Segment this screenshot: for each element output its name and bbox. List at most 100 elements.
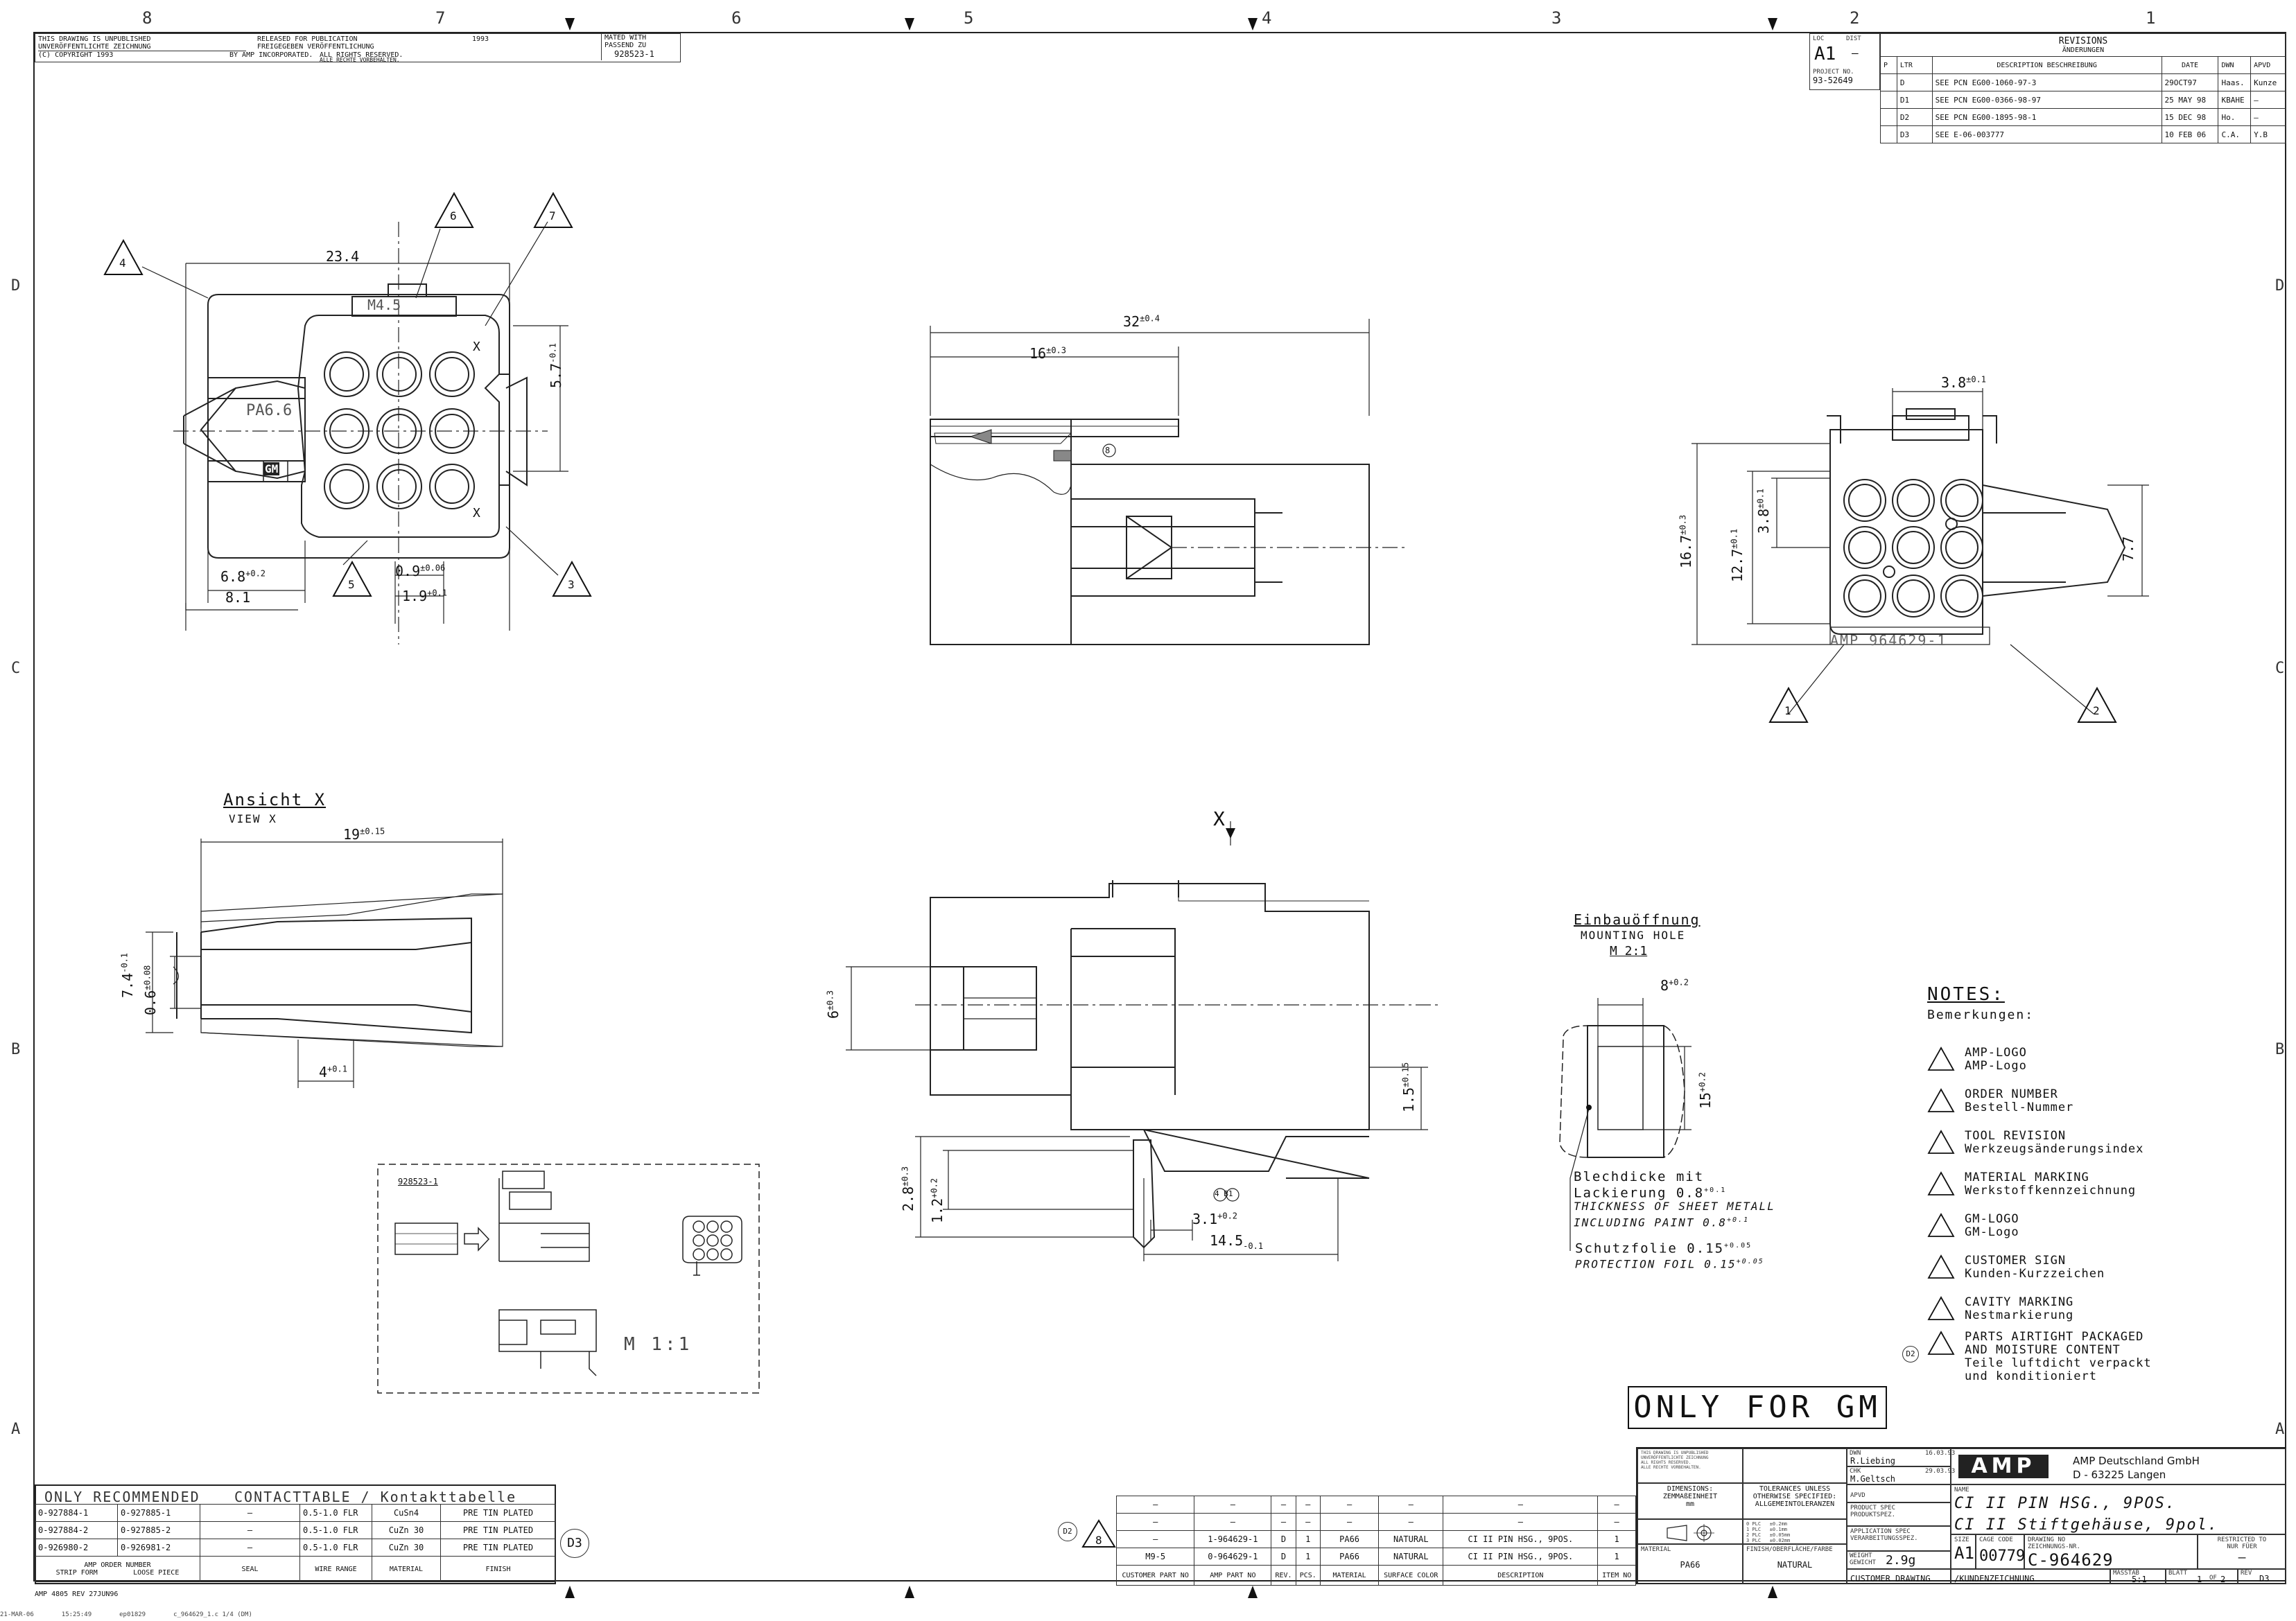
- dim-32: 32±0.4: [1123, 313, 1160, 330]
- zone-row-b-left: B: [11, 1041, 21, 1058]
- callout-triangle-3: [552, 560, 592, 597]
- note-3-triangle: [1927, 1130, 1955, 1154]
- company-cell: AMP AMP Deutschland GmbH D - 63225 Lange…: [1951, 1448, 2286, 1484]
- rev-col-ltr: LTR: [1896, 56, 1933, 74]
- customer-drawing-cell: CUSTOMER DRAWING: [1847, 1569, 1951, 1584]
- dim-15-hole: 15+0.2: [1697, 1072, 1714, 1109]
- mated-with-part: 928523-1: [614, 49, 654, 59]
- rev-col-date: DATE: [2161, 56, 2219, 74]
- dim-19: 19±0.15: [343, 826, 385, 843]
- dist-value: –: [1852, 46, 1859, 60]
- zone-row-a-right: A: [2275, 1421, 2285, 1438]
- callout-triangle-2: [2077, 686, 2117, 723]
- center-arrow-bot-2: [1768, 1586, 1777, 1598]
- approved-by-cell: APVD: [1847, 1484, 1951, 1502]
- projection-symbol-icon: [1667, 1524, 1714, 1542]
- note-2-triangle: [1927, 1088, 1955, 1112]
- note-6-triangle: [1927, 1254, 1955, 1279]
- project-value: 93-52649: [1813, 76, 1853, 85]
- parts-list-callout-triangle: [1081, 1519, 1116, 1548]
- callout-triangle-1: [1768, 686, 1809, 723]
- mated-with-label: MATED WITH: [605, 34, 647, 42]
- note-4-triangle: [1927, 1171, 1955, 1195]
- copyright-by: BY AMP INCORPORATED.: [229, 51, 313, 59]
- company-name: AMP Deutschland GmbH: [2073, 1455, 2200, 1467]
- zone-strip-top: 8 7 6 5 4 3 2 1: [0, 0, 2296, 32]
- only-for-gm-box: ONLY FOR GM: [1628, 1386, 1887, 1429]
- loc-label: LOC: [1813, 35, 1825, 42]
- dim-14-5: 14.5-0.1: [1210, 1232, 1264, 1251]
- part-name-de: CI II Stiftgehäuse, 9pol.: [1954, 1516, 2219, 1534]
- parts-list-header: CUSTOMER PART NO AMP PART NO REV. PCS. M…: [1115, 1565, 1636, 1586]
- contact-table-title: ONLY RECOMMENDED: [44, 1489, 200, 1505]
- unpublished-note-de: UNVERÖFFENTLICHTE ZEICHNUNG: [38, 43, 151, 51]
- dim-12-7: 12.7±0.1: [1729, 528, 1746, 582]
- copyright: (C) COPYRIGHT 1993: [38, 51, 114, 59]
- weight-cell: WEIGHT GEWICHT 2.9g: [1847, 1551, 1951, 1569]
- callout-2-number: 2: [2093, 704, 2100, 717]
- table-row: ––––––––: [1115, 1513, 1636, 1531]
- sheet-cell: BLATT 1 OF 2: [2166, 1569, 2238, 1584]
- parts-list-rev-badge: D2: [1058, 1522, 1077, 1541]
- dim-0-9: 0.9±0.06: [395, 563, 446, 579]
- tolerances-cell: TOLERANCES UNLESS OTHERWISE SPECIFIED: A…: [1743, 1483, 1847, 1519]
- center-arrow-bot-left: [565, 1586, 575, 1598]
- callout-4-number: 4: [119, 256, 126, 270]
- callout-triangle-7: [533, 191, 573, 228]
- gm-logo-mark: GM: [263, 462, 280, 475]
- callout-triangle-6: [434, 191, 474, 228]
- view-x-title: Ansicht X: [223, 790, 327, 809]
- dim-4: 4+0.1: [319, 1064, 347, 1080]
- callout-4-b1: 4 B1: [1215, 1189, 1233, 1198]
- dim-m4-5: M4.5: [367, 297, 401, 313]
- dist-label: DIST: [1846, 35, 1861, 42]
- drawing-number-cell: DRAWING NO ZEICHNUNGS-NR. C-964629: [2024, 1534, 2198, 1570]
- zone-row-c-left: C: [11, 660, 21, 677]
- revisions-table: REVISIONS ÄNDERUNGEN P LTR DESCRIPTION B…: [1880, 33, 2286, 143]
- center-arrow-top-left: [565, 18, 575, 30]
- revisions-title-cell: REVISIONS ÄNDERUNGEN: [1880, 33, 2286, 57]
- section-x-label: X: [1213, 807, 1225, 830]
- zone-label-1: 1: [2146, 8, 2156, 28]
- form-number: AMP 4805 REV 27JUN96: [35, 1591, 119, 1598]
- rights-label: ALL RIGHTS RESERVED.: [320, 51, 403, 59]
- dim-23-4: 23.4: [326, 248, 360, 265]
- amp-part-marking: AMP 964629-1: [1830, 632, 1947, 649]
- dim-2-8: 2.8±0.3: [900, 1166, 916, 1211]
- part-name-en: CI II PIN HSG., 9POS.: [1954, 1495, 2177, 1512]
- amp-logo: AMP: [1958, 1455, 2049, 1478]
- plot-stamp: 21-MAR-06 15:25:49 ep01829 c_964629_1.c …: [0, 1611, 252, 1618]
- callout-8-circle: 8: [1105, 446, 1111, 455]
- mated-with-label-de: PASSEND ZU: [605, 42, 647, 49]
- sheet-thickness-note: Blechdicke mit Lackierung 0.8+0.1 THICKN…: [1574, 1169, 1775, 1229]
- dim-3-8-side: 3.8±0.1: [1755, 488, 1772, 534]
- dim-16: 16±0.3: [1029, 345, 1066, 362]
- note-5-triangle: [1927, 1213, 1955, 1237]
- note-1-triangle: [1927, 1046, 1955, 1071]
- mounting-hole-scale: M 2:1: [1610, 944, 1648, 958]
- note-8-rev-badge: D2: [1902, 1346, 1919, 1362]
- part-name-cell: NAME CI II PIN HSG., 9POS. CI II Stiftge…: [1951, 1484, 2286, 1534]
- zone-label-8: 8: [142, 8, 153, 28]
- release-year: 1993: [472, 35, 489, 43]
- center-arrow-top-2: [1768, 18, 1777, 30]
- note-8-triangle: [1927, 1331, 1955, 1355]
- assembly-scale: M 1:1: [624, 1334, 693, 1355]
- zone-row-d-left: D: [11, 277, 21, 295]
- finish-cell: FINISH/OBERFLÄCHE/FARBE NATURAL: [1743, 1544, 1847, 1584]
- zone-label-2: 2: [1850, 8, 1860, 28]
- dim-7-7: 7.7: [2120, 536, 2137, 561]
- checked-by-cell: CHK 29.03.93 M.Geltsch: [1847, 1466, 1955, 1484]
